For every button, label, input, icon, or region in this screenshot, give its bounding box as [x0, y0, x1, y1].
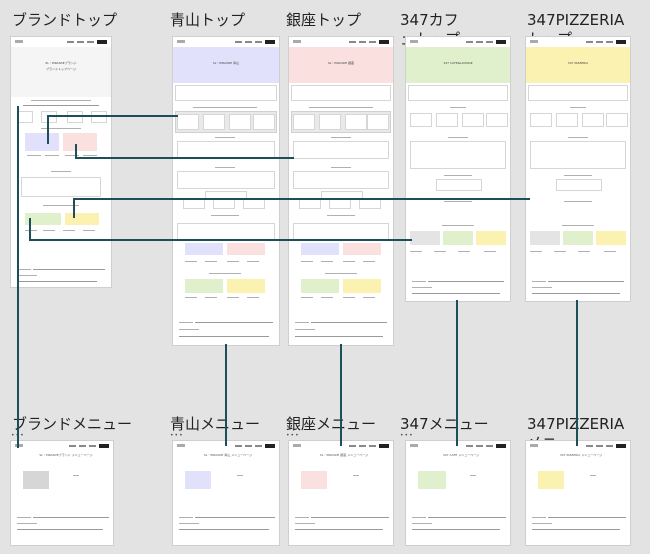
pizzeria-card[interactable] [596, 231, 626, 245]
logo [530, 444, 538, 447]
ginza-top-page[interactable]: SL・PIRASDE 銀座 [288, 36, 394, 346]
cafe-card[interactable] [443, 231, 473, 245]
cafe-card[interactable] [301, 279, 339, 293]
menu-image [23, 471, 49, 489]
hero: 347 CAFE&LOUNGE [406, 47, 510, 83]
menu-title: SL・PIRASDE 青山 メニューページ [203, 453, 253, 457]
menu-image [418, 471, 446, 489]
hero-title: 347 PIZZERIA [567, 61, 589, 65]
brand-top-label: ブランドトップ [12, 11, 118, 29]
hero: SL・PIRASDE 青山 [173, 47, 279, 83]
cafe-card[interactable] [563, 231, 593, 245]
intro-box [175, 85, 277, 101]
menu-title: 347 CAFE メニューページ [442, 453, 480, 457]
menu-title: SL・PIRASDE 銀座 メニューページ [319, 453, 369, 457]
cafe-top-page[interactable]: 347 CAFE&LOUNGE [405, 36, 511, 302]
ginza-top-label: 銀座トップ [286, 11, 362, 29]
hero-title: SL・PIRASDE 銀座 [327, 61, 355, 65]
cafe-menu-page[interactable]: 347 CAFE メニューページ [405, 440, 511, 546]
logo [530, 40, 538, 43]
hero-title: 347 CAFE&LOUNGE [443, 61, 473, 65]
card-row [175, 111, 277, 133]
hero: SL・PIRASDE 銀座 [289, 47, 393, 83]
cafe-menu-label: 347メニュー [400, 415, 489, 433]
link-brand-cafe [29, 218, 412, 241]
aoyama-top-label: 青山トップ [170, 11, 246, 29]
news-box [293, 171, 389, 189]
aoyama-card[interactable] [301, 243, 339, 255]
nav-bar [349, 444, 389, 448]
hero: 347 PIZZERIA [526, 47, 630, 83]
nav-bar [466, 444, 506, 448]
nav-bar [349, 40, 389, 44]
nav-bar [586, 444, 626, 448]
logo [15, 40, 23, 43]
card-gray[interactable] [410, 231, 440, 245]
ginza-card[interactable] [343, 243, 381, 255]
link-brand-ginza [75, 144, 294, 159]
aoyama-card[interactable] [185, 243, 223, 255]
logo [293, 40, 301, 43]
aoyama-menu-label: 青山メニュー [170, 415, 261, 433]
brand-top-page[interactable]: SL・PIRASDEブランド ブランドトップページ [10, 36, 112, 288]
pizzeria-card[interactable] [343, 279, 381, 293]
brand-menu-label: ブランドメニュー [12, 415, 133, 433]
pizzeria-menu-page[interactable]: 347 PIZZERIA メニューページ [525, 440, 631, 546]
logo [410, 444, 418, 447]
aoyama-card[interactable] [25, 133, 59, 151]
logo [177, 444, 185, 447]
ginza-menu-label: 銀座メニュー [286, 415, 377, 433]
pizzeria-card[interactable] [476, 231, 506, 245]
hero-subtitle: ブランドトップページ [46, 67, 76, 71]
card-gray[interactable] [530, 231, 560, 245]
about-box [410, 141, 506, 169]
ginza-card[interactable] [63, 133, 97, 151]
about-box [530, 141, 626, 169]
nav-bar [586, 40, 626, 44]
logo [293, 444, 301, 447]
link-brand-aoyama [47, 115, 178, 144]
menu-title: SL・PIRASDEブランド メニューページ [39, 453, 93, 457]
aoyama-top-page[interactable]: SL・PIRASDE 青山 [172, 36, 280, 346]
brand-menu-page[interactable]: SL・PIRASDEブランド メニューページ [10, 440, 114, 546]
hero-title: SL・PIRASDE 青山 [212, 61, 240, 65]
news-box [177, 171, 275, 189]
logo [177, 40, 185, 43]
pizzeria-card[interactable] [227, 279, 265, 293]
intro-box [408, 85, 508, 101]
about-box [293, 141, 389, 159]
menu-image [301, 471, 327, 489]
menu-image [185, 471, 211, 489]
ginza-card[interactable] [227, 243, 265, 255]
link-brand-pizzeria [73, 198, 530, 218]
nav-bar [67, 40, 107, 44]
hero: SL・PIRASDEブランド ブランドトップページ [11, 47, 111, 97]
cafe-card[interactable] [25, 213, 61, 225]
menu-title: 347 PIZZERIA メニューページ [559, 453, 603, 457]
aoyama-menu-page[interactable]: SL・PIRASDE 青山 メニューページ [172, 440, 280, 546]
pizzeria-top-page[interactable]: 347 PIZZERIA [525, 36, 631, 302]
nav-bar [235, 40, 275, 44]
nav-bar [69, 444, 109, 448]
intro-box [528, 85, 628, 101]
nav-bar [466, 40, 506, 44]
intro-box [291, 85, 391, 101]
news-box [21, 177, 101, 197]
ginza-menu-page[interactable]: SL・PIRASDE 銀座 メニューページ [288, 440, 394, 546]
nav-bar [235, 444, 275, 448]
hero-title: SL・PIRASDEブランド [45, 61, 77, 65]
cafe-card[interactable] [185, 279, 223, 293]
logo [410, 40, 418, 43]
menu-image [538, 471, 564, 489]
